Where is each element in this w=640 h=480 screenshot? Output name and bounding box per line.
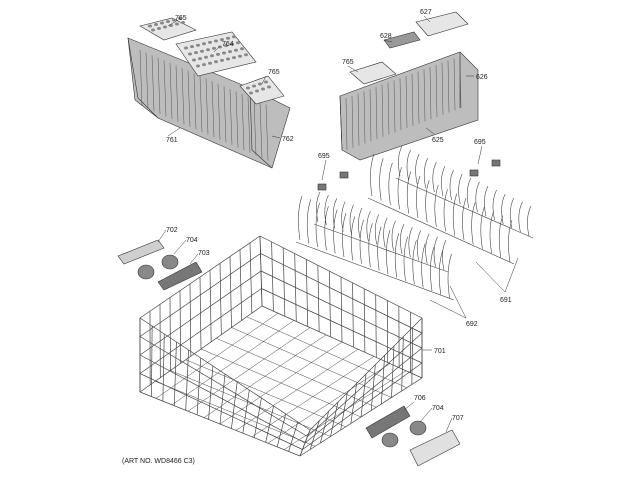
label-clip-right: 695 <box>474 139 486 146</box>
clip-parts <box>317 159 501 191</box>
small-lid-top[interactable] <box>415 11 469 37</box>
label-wheel-mount-left: 703 <box>198 250 210 257</box>
label-small-basket-right: 626 <box>476 74 488 81</box>
label-basket-lid-top: 765 <box>175 15 187 22</box>
small-lid-strip[interactable] <box>383 31 421 49</box>
lower-rack <box>139 235 423 457</box>
part-labels: 765 764 765 761 762 627 628 765 626 625 … <box>166 9 512 422</box>
wheel-right-a[interactable] <box>381 432 399 448</box>
label-wheel-mount-right: 706 <box>414 395 426 402</box>
label-basket-lid-right: 765 <box>268 69 280 76</box>
basket-lid-mid[interactable] <box>175 31 257 77</box>
clip-left-a[interactable] <box>317 183 327 191</box>
label-rack: 701 <box>434 348 446 355</box>
label-basket-side: 762 <box>282 136 294 143</box>
label-wheel-left: 704 <box>186 237 198 244</box>
clip-right-a[interactable] <box>469 169 479 177</box>
wheel-holder-left[interactable] <box>117 239 165 265</box>
clip-left-b[interactable] <box>339 171 349 179</box>
wheel-left-b[interactable] <box>161 254 179 270</box>
label-small-lid-left: 765 <box>342 59 354 66</box>
wheel-mount-right[interactable] <box>365 405 411 439</box>
wheel-assembly-right <box>365 405 461 467</box>
wheel-right-b[interactable] <box>409 420 427 436</box>
wheel-left-a[interactable] <box>137 264 155 280</box>
label-wheel-holder-left: 702 <box>166 227 178 234</box>
label-end-cap-right: 707 <box>452 415 464 422</box>
label-small-lid-strip: 628 <box>380 33 392 40</box>
clip-right-b[interactable] <box>491 159 501 167</box>
label-basket-body: 761 <box>166 137 178 144</box>
art-number: (ART NO. WD8466 C3) <box>122 458 195 465</box>
label-basket-lid-mid: 764 <box>222 41 234 48</box>
end-cap-right[interactable] <box>409 429 461 467</box>
large-silverware-basket <box>127 17 291 169</box>
small-lid-left[interactable] <box>349 61 397 85</box>
label-small-basket-body: 625 <box>432 137 444 144</box>
tine-rows <box>295 145 534 301</box>
small-silverware-basket <box>339 11 479 161</box>
wheel-assembly-left <box>117 239 203 291</box>
label-tine-row-right: 691 <box>500 297 512 304</box>
label-wheel-right: 704 <box>432 405 444 412</box>
label-small-lid-top: 627 <box>420 9 432 16</box>
label-clip-left: 695 <box>318 153 330 160</box>
wheel-mount-left[interactable] <box>157 261 203 291</box>
leader-lines <box>157 15 519 433</box>
label-tine-row-left: 692 <box>466 321 478 328</box>
